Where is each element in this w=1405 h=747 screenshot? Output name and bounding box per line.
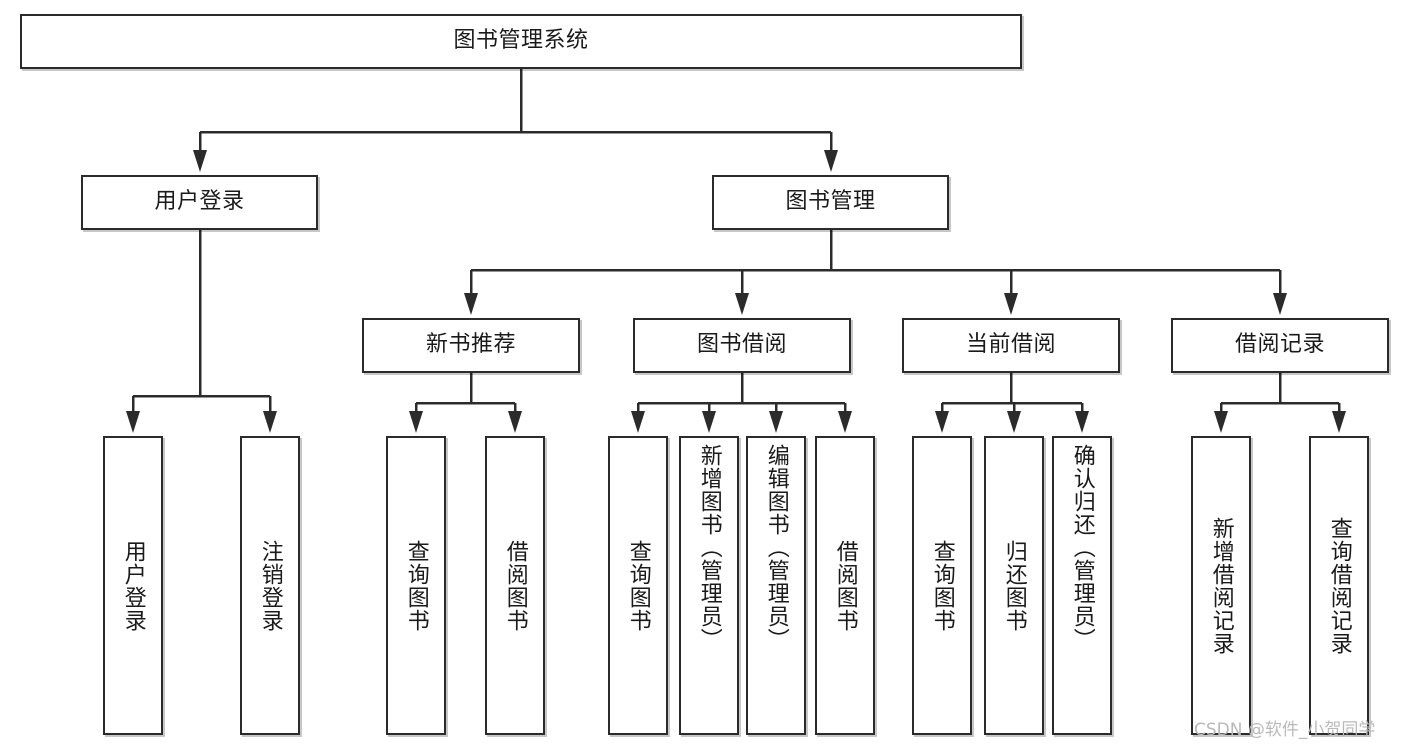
node-label-borrow-record: 借阅记录 — [1234, 332, 1325, 358]
node-label-current-borrow: 当前借阅 — [965, 332, 1056, 358]
arrowhead-leaf-borrow-book-2 — [838, 411, 852, 433]
arrowhead-leaf-return-book — [1007, 411, 1021, 433]
arrowhead-leaf-user-logout — [263, 411, 277, 433]
arrowhead-user-login — [193, 150, 207, 172]
node-leaf-borrow-book-1[interactable]: 借阅图书 — [485, 436, 545, 735]
arrowhead-leaf-query-book-2 — [631, 411, 645, 433]
arrowhead-leaf-query-book-3 — [935, 411, 949, 433]
node-leaf-user-login[interactable]: 用户登录 — [103, 436, 163, 735]
node-new-book-rec[interactable]: 新书推荐 — [362, 318, 580, 373]
node-label-leaf-user-login: 用户登录 — [120, 539, 146, 632]
arrowhead-leaf-borrow-book-1 — [508, 411, 522, 433]
node-label-leaf-query-book-3: 查询图书 — [929, 539, 955, 632]
node-user-login[interactable]: 用户登录 — [81, 175, 318, 230]
arrowhead-leaf-query-record — [1332, 411, 1346, 433]
node-borrow-record[interactable]: 借阅记录 — [1171, 318, 1389, 373]
node-leaf-return-book[interactable]: 归还图书 — [984, 436, 1044, 735]
node-leaf-user-logout[interactable]: 注销登录 — [240, 436, 300, 735]
node-leaf-query-book-3[interactable]: 查询图书 — [912, 436, 972, 735]
node-leaf-add-record[interactable]: 新增借阅记录 — [1191, 436, 1251, 735]
arrowhead-leaf-edit-book — [769, 411, 783, 433]
arrowhead-leaf-user-login — [126, 411, 140, 433]
node-label-leaf-add-record: 新增借阅记录 — [1208, 516, 1234, 655]
node-leaf-borrow-book-2[interactable]: 借阅图书 — [815, 436, 875, 735]
node-label-leaf-return-book: 归还图书 — [1001, 539, 1027, 632]
arrowhead-new-book-rec — [464, 293, 478, 315]
node-leaf-add-book[interactable]: 新增图书（管理员） — [679, 436, 739, 735]
node-leaf-query-book-2[interactable]: 查询图书 — [608, 436, 668, 735]
arrowhead-current-borrow — [1004, 293, 1018, 315]
arrowhead-borrow-record — [1273, 293, 1287, 315]
node-label-book-manage: 图书管理 — [785, 189, 876, 215]
node-label-leaf-add-book: 新增图书（管理员） — [696, 444, 722, 651]
arrowhead-leaf-add-record — [1214, 411, 1228, 433]
node-label-leaf-user-logout: 注销登录 — [257, 539, 283, 632]
arrowhead-leaf-query-book-1 — [409, 411, 423, 433]
node-label-user-login: 用户登录 — [154, 189, 245, 215]
node-label-new-book-rec: 新书推荐 — [425, 332, 516, 358]
node-leaf-confirm-return[interactable]: 确认归还（管理员） — [1052, 436, 1112, 735]
node-book-manage[interactable]: 图书管理 — [712, 175, 949, 230]
arrowhead-leaf-confirm-return — [1075, 411, 1089, 433]
node-label-leaf-query-book-2: 查询图书 — [625, 539, 651, 632]
node-label-root: 图书管理系统 — [453, 28, 589, 54]
node-label-leaf-edit-book: 编辑图书（管理员） — [763, 444, 789, 651]
node-leaf-query-book-1[interactable]: 查询图书 — [386, 436, 446, 735]
node-label-leaf-confirm-return: 确认归还（管理员） — [1069, 444, 1095, 651]
arrowhead-leaf-add-book — [702, 411, 716, 433]
node-label-leaf-query-book-1: 查询图书 — [403, 539, 429, 632]
node-book-borrow[interactable]: 图书借阅 — [633, 318, 851, 373]
node-leaf-edit-book[interactable]: 编辑图书（管理员） — [746, 436, 806, 735]
node-label-leaf-borrow-book-1: 借阅图书 — [502, 539, 528, 632]
node-leaf-query-record[interactable]: 查询借阅记录 — [1309, 436, 1369, 735]
node-root[interactable]: 图书管理系统 — [20, 14, 1022, 69]
arrowhead-book-manage — [824, 150, 838, 172]
connector-group — [126, 69, 1346, 433]
node-label-leaf-borrow-book-2: 借阅图书 — [832, 539, 858, 632]
arrowhead-book-borrow — [735, 293, 749, 315]
node-label-book-borrow: 图书借阅 — [696, 332, 787, 358]
node-current-borrow[interactable]: 当前借阅 — [902, 318, 1120, 373]
node-label-leaf-query-record: 查询借阅记录 — [1326, 516, 1352, 655]
